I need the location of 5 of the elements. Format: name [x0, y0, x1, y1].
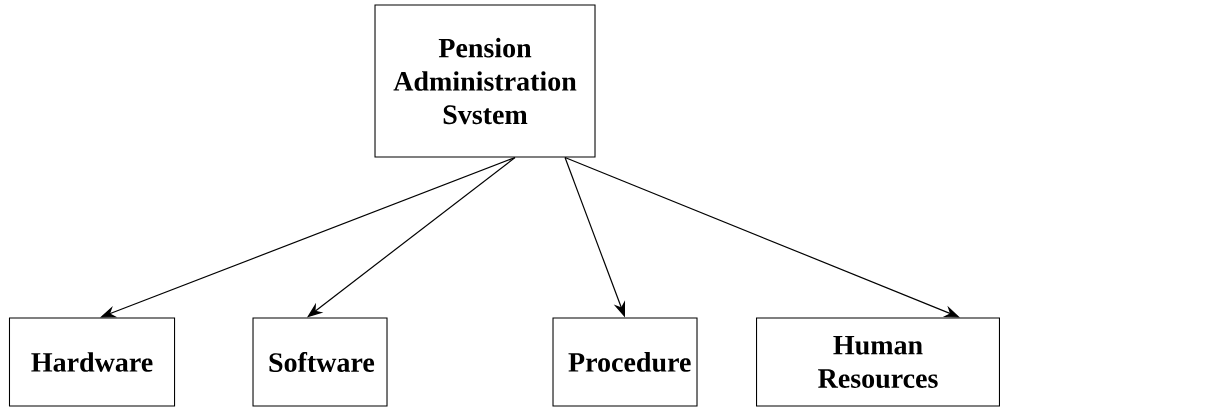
component-box: Hardware [8, 317, 176, 407]
component-box: Human Resources [756, 317, 1000, 407]
component-box: Software [252, 317, 388, 407]
component-box: Procedure [552, 317, 698, 407]
system-box: Pension Administration Svstem [374, 4, 596, 158]
